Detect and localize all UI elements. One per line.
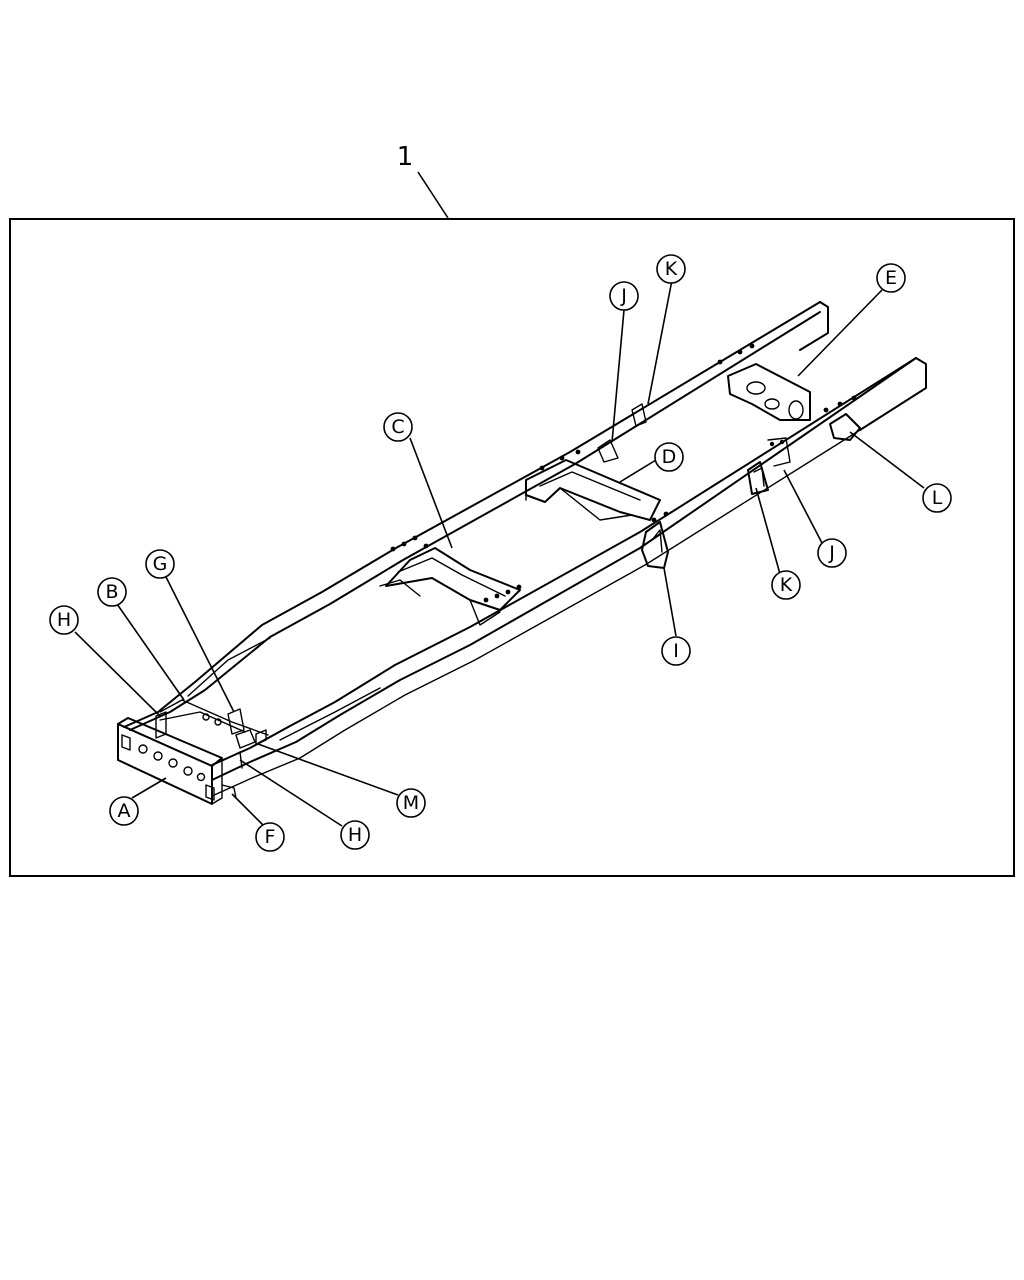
front-crossmember (117, 717, 223, 805)
callout-h-lower-label: H (348, 824, 362, 846)
callout-i: I (661, 636, 691, 666)
callout-b-label: B (105, 581, 118, 603)
callout-k-lower-label: K (780, 574, 793, 596)
callout-a: A (109, 796, 139, 826)
callout-h-upper-label: H (57, 609, 71, 631)
callout-l-label: L (932, 487, 943, 509)
crossmember-c (379, 535, 522, 626)
callout-f-label: F (265, 826, 276, 848)
callout-k-lower: K (771, 570, 801, 600)
bracket-k-upper (631, 403, 647, 427)
callout-j-lower-label: J (828, 542, 835, 564)
callout-f: F (255, 822, 285, 852)
callout-k-upper-label: K (665, 258, 678, 280)
callout-l: L (922, 483, 952, 513)
callout-g: G (145, 549, 175, 579)
callout-b: B (97, 577, 127, 607)
illustration-border (9, 218, 1015, 877)
front-brackets (155, 699, 269, 799)
callout-c: C (383, 412, 413, 442)
bracket-j-upper (597, 439, 619, 463)
callout-k-upper: K (656, 254, 686, 284)
callout-a-label: A (118, 800, 131, 822)
callout-i-label: I (673, 640, 679, 662)
callout-m-label: M (403, 792, 419, 814)
bracket-k-lower (747, 461, 769, 495)
crossmember-e (717, 343, 857, 421)
right-frame-rail (211, 357, 927, 797)
callout-d-label: D (662, 446, 677, 468)
callout-e: E (876, 263, 906, 293)
assembly-leader (417, 171, 449, 219)
callout-h-upper: H (49, 605, 79, 635)
bracket-l (829, 413, 861, 441)
leader-lines (74, 279, 925, 827)
callout-g-label: G (153, 553, 168, 575)
callout-j-upper-label: J (620, 285, 627, 307)
callout-m: M (396, 788, 426, 818)
callout-e-label: E (885, 267, 897, 289)
crossmember-d (525, 449, 669, 523)
bracket-j-lower (767, 437, 791, 467)
callout-j-upper: J (609, 281, 639, 311)
callout-c-label: C (391, 416, 404, 438)
callout-d: D (654, 442, 684, 472)
assembly-number: 1 (397, 142, 414, 172)
left-frame-rail (123, 301, 829, 731)
callout-h-lower: H (340, 820, 370, 850)
callout-j-lower: J (817, 538, 847, 568)
